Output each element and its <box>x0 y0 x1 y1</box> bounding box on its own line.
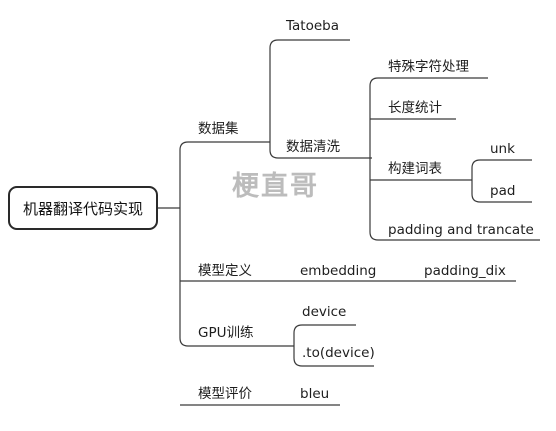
node-vocab[interactable]: 构建词表 <box>388 161 442 177</box>
node-special-chars[interactable]: 特殊字符处理 <box>388 59 469 75</box>
node-tatoeba[interactable]: Tatoeba <box>286 18 339 34</box>
node-pad[interactable]: pad <box>490 183 516 199</box>
trunk-dataset <box>269 39 279 159</box>
node-device[interactable]: device <box>302 304 347 320</box>
node-length-stats[interactable]: 长度统计 <box>388 100 442 116</box>
trunk-main <box>179 141 189 347</box>
node-eval[interactable]: 模型评价 <box>198 386 252 402</box>
node-bleu[interactable]: bleu <box>300 386 330 402</box>
trunk-cleaning <box>369 77 379 241</box>
node-unk[interactable]: unk <box>490 141 515 157</box>
node-to-device[interactable]: .to(device) <box>302 345 375 361</box>
node-dataset[interactable]: 数据集 <box>198 121 239 137</box>
root-label: 机器翻译代码实现 <box>22 199 143 218</box>
node-embedding[interactable]: embedding <box>300 263 377 279</box>
trunk-gpu <box>293 324 303 367</box>
root-node[interactable]: 机器翻译代码实现 <box>8 186 158 230</box>
node-gpu[interactable]: GPU训练 <box>198 325 254 341</box>
node-padding-trancate[interactable]: padding and trancate <box>388 222 534 238</box>
node-padding-idx[interactable]: padding_dix <box>424 263 506 279</box>
watermark: 梗直哥 <box>232 171 319 202</box>
node-cleaning[interactable]: 数据清洗 <box>286 139 340 155</box>
node-model-def[interactable]: 模型定义 <box>198 263 252 279</box>
trunk-vocab <box>471 159 481 203</box>
